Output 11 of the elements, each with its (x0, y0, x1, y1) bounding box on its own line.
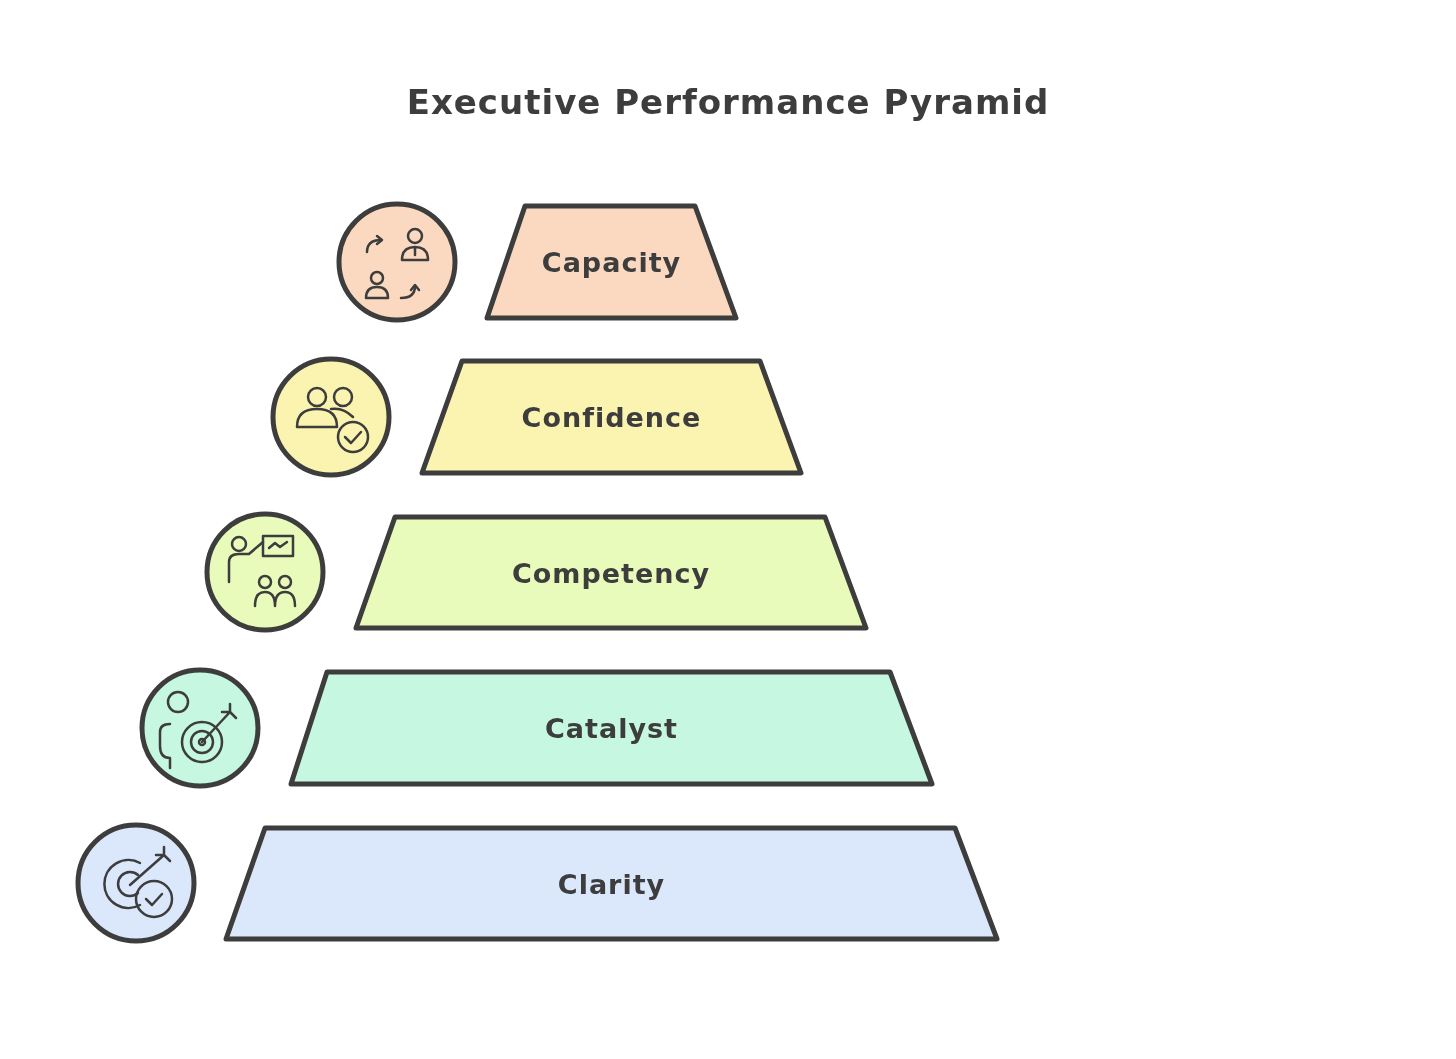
level-label: Catalyst (544, 712, 679, 744)
pyramid-level (289, 669, 934, 787)
level-label: Confidence (520, 401, 703, 433)
pyramid-level (224, 825, 999, 942)
pyramid-level (485, 203, 738, 321)
level-label: Competency (510, 557, 712, 588)
pyramid-level (420, 358, 803, 476)
level-label: Capacity (540, 246, 683, 278)
pyramid-level (354, 514, 868, 631)
title: Executive Performance Pyramid (405, 82, 1051, 122)
level-label: Clarity (556, 868, 667, 899)
